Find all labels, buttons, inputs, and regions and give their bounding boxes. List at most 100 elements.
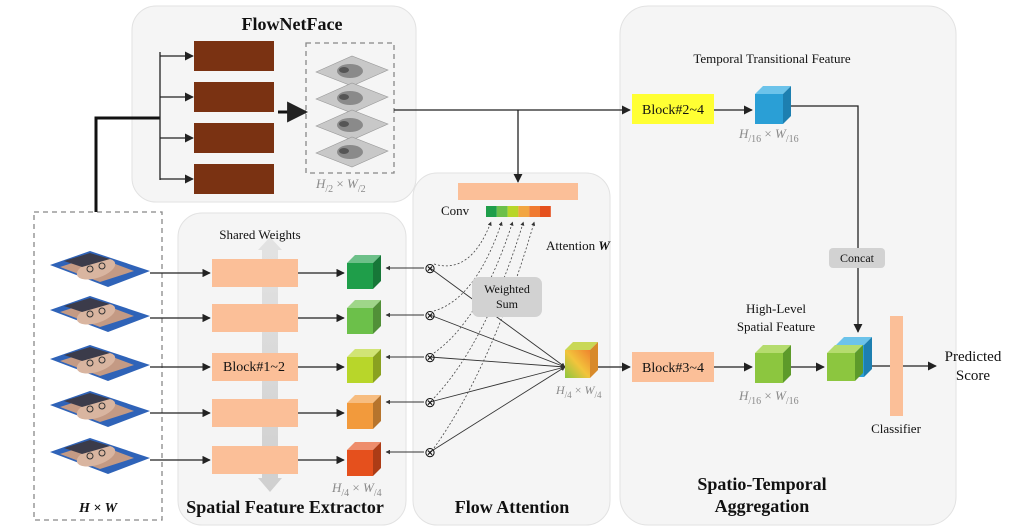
face-frame-stack [50,251,211,474]
size-numerator: H [315,176,326,191]
size-denominator: /4 [341,488,349,499]
temporal-feature-cube [755,86,791,124]
size-numerator: W [584,383,595,397]
face-frame [50,391,150,427]
spatial-cube [347,349,381,383]
conv-layer [458,183,578,200]
svg-text:H/16 × W/16: H/16 × W/16 [738,388,799,407]
temporal-size-label: H/16 × W/16 [738,126,799,145]
predicted-label-line2: Score [956,368,990,384]
face-frame [50,345,150,381]
size-denominator: /2 [358,184,366,195]
size-denominator: /16 [786,134,799,145]
spatial-block [212,304,298,332]
spatial-extractor-title: Spatial Feature Extractor [186,497,384,517]
spatial-block [212,259,298,287]
attention-weight-strip [486,206,551,217]
flow-map-layer [315,136,389,168]
flow-maps-box [305,42,395,174]
svg-text:H/4 × W/4: H/4 × W/4 [331,480,382,499]
spatial-cube [347,442,381,476]
high-level-label-line1: High-Level [746,301,806,316]
aggregation-title-line1: Spatio-Temporal [697,474,826,494]
attention-weight-cell [496,206,508,217]
spatial-cube [347,395,381,429]
size-numerator: W [775,388,787,403]
spatial-cube [347,255,381,289]
svg-text:H/2 × W/2: H/2 × W/2 [315,176,366,195]
attention-weight-link [433,221,492,267]
block24-label: Block#2~4 [642,103,704,118]
predicted-label-line1: Predicted [945,349,1002,365]
concat-box [829,248,885,268]
svg-text:H/4 × W/4: H/4 × W/4 [555,383,602,400]
flownet-layer-2 [194,82,274,112]
spatial-cube [347,300,381,334]
face-frame [50,251,150,287]
size-numerator: H [331,480,342,495]
attention-weight-cell [518,206,530,217]
attention-weight-link [433,221,514,354]
size-times: × [761,126,775,141]
spatial-block [212,446,298,474]
flow-map-layer [315,109,389,141]
attended-feature-cube [565,342,598,378]
concat-label: Concat [840,251,875,265]
attention-size-label: H/4 × W/4 [555,383,602,400]
classifier-label: Classifier [871,421,921,436]
otimes-symbol: ⊗ [424,309,436,324]
weighted-sum-line1: Weighted [484,282,530,296]
size-times: × [349,480,363,495]
flownet-layer-1 [194,41,274,71]
input-to-flownet-connector [94,116,160,212]
high-level-size-label: H/16 × W/16 [738,388,799,407]
block12-label: Block#1~2 [223,360,285,375]
input-size-label: H × W [78,501,119,516]
attention-weight-link [433,221,503,312]
flow-map-layer [315,82,389,114]
attention-weight-cell [507,206,519,217]
classifier-bar [890,316,903,416]
size-times: × [761,388,775,403]
otimes-symbol: ⊗ [424,351,436,366]
block24-box [632,94,714,124]
otimes-symbol: ⊗ [424,262,436,277]
weighted-sum-line2: Sum [496,297,519,311]
high-level-label-line2: Spatial Feature [737,319,816,334]
otimes-symbol: ⊗ [424,446,436,461]
attention-label: Attention W [546,238,611,253]
otimes-symbol: ⊗ [424,396,436,411]
size-denominator: /4 [374,488,382,499]
size-numerator: H [555,383,566,397]
attention-weight-cell [529,206,540,217]
temporal-feature-title: Temporal Transitional Feature [693,51,850,66]
block34-label: Block#3~4 [642,361,704,376]
size-numerator: W [347,176,359,191]
aggregation-panel [619,5,957,526]
flownet-layer-3 [194,123,274,153]
to-sum-line [429,356,566,369]
attention-weight-link [433,221,536,449]
aggregation-title-line2: Aggregation [715,496,810,516]
size-numerator: H [738,388,749,403]
to-sum-line [429,267,566,368]
attention-connections: ⊗ ⊗ ⊗ ⊗ ⊗ [385,221,566,461]
block34-box [632,352,714,382]
size-denominator: /16 [786,396,799,407]
to-sum-line [429,365,566,403]
face-frame [50,438,150,474]
attention-weight-link [433,221,525,399]
weighted-sum-box [472,277,542,317]
flownetface-title: FlowNetFace [242,14,343,34]
size-times: × [333,176,347,191]
to-sum-line [429,366,566,453]
concatenated-feature-cube [827,337,872,381]
size-denominator: /2 [325,184,333,195]
spatial-blocks [212,259,345,474]
shared-weights-label: Shared Weights [219,227,300,242]
spatial-block [212,399,298,427]
to-sum-line [429,314,566,368]
high-level-feature-cube [755,345,791,383]
size-numerator: W [775,126,787,141]
